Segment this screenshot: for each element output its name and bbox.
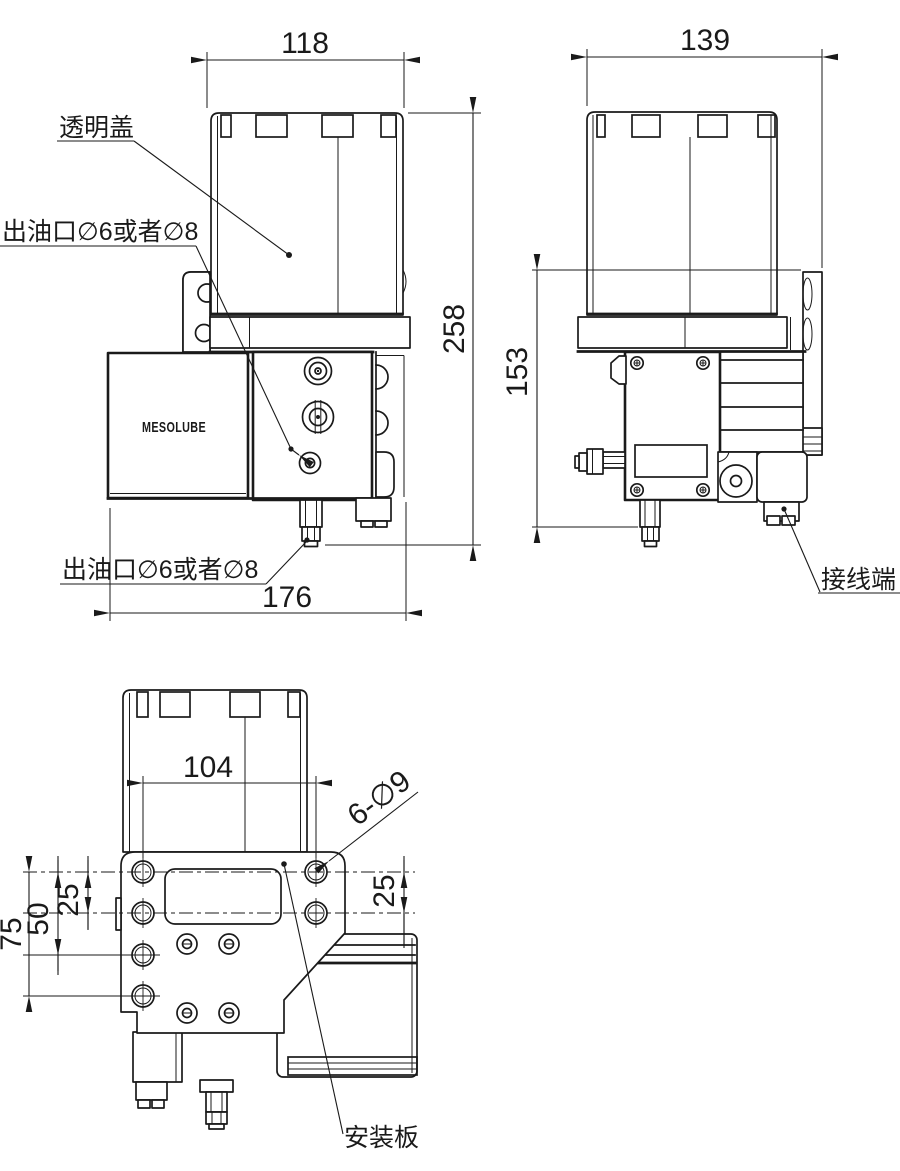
svg-text:出油口∅6或者∅8: 出油口∅6或者∅8 — [2, 218, 198, 246]
plate-left-tab — [115, 897, 122, 931]
dim-139: 139 — [571, 24, 838, 268]
dim-258-text: 258 — [438, 304, 471, 354]
dim-50-text: 50 — [22, 902, 55, 935]
front-port-middle — [301, 400, 335, 434]
dim-25-left-text: 25 — [52, 883, 85, 916]
dim-176: 176 — [94, 502, 422, 621]
dim-104: 104 — [127, 751, 332, 858]
bottom-cap-tab — [159, 691, 191, 718]
front-flange-band — [209, 316, 411, 349]
front-port-top — [303, 356, 333, 386]
side-flange-band — [577, 316, 788, 349]
side-connector-block — [756, 451, 808, 503]
bottom-reservoir — [122, 689, 308, 853]
plate-screws — [176, 933, 240, 1024]
label-oil-outlet-upper: 出油口∅6或者∅8 — [0, 218, 314, 468]
plate-slot — [164, 868, 282, 925]
side-reservoir — [586, 111, 778, 316]
front-boss-1 — [375, 364, 389, 390]
dim-104-text: 104 — [183, 751, 233, 784]
side-cap-tab — [631, 114, 661, 138]
front-bottom-right-block — [355, 497, 392, 528]
label-transparent-cover: 透明盖 — [57, 114, 292, 258]
front-boss-2 — [375, 410, 389, 436]
bottom-cap-tab — [287, 691, 301, 718]
svg-text:接线端: 接线端 — [821, 566, 896, 594]
dim-75-text: 75 — [0, 917, 28, 950]
label-mounting-plate: 安装板 — [281, 861, 419, 1152]
side-screws — [629, 355, 711, 498]
side-terminal — [763, 501, 800, 526]
label-oil-outlet-lower: 出油口∅6或者∅8 — [60, 537, 310, 585]
dim-25-right-text: 25 — [368, 874, 401, 907]
side-left-tab — [610, 355, 627, 385]
dim-25-right: 25 — [368, 856, 408, 948]
front-cap-tab — [220, 114, 232, 138]
front-connector-side — [375, 451, 395, 498]
front-cap-tab — [255, 114, 288, 138]
front-reservoir — [210, 112, 404, 316]
brand-label: MESOLUBE — [142, 419, 206, 436]
dim-153: 153 — [501, 254, 801, 543]
svg-text:出油口∅6或者∅8: 出油口∅6或者∅8 — [62, 556, 258, 584]
front-cap-tab — [380, 114, 397, 138]
dim-153-text: 153 — [501, 347, 534, 397]
dim-50: 50 — [22, 856, 62, 975]
label-hole-spec: 6-∅9 — [314, 764, 419, 874]
bottom-left-block — [132, 1031, 183, 1109]
svg-text:安装板: 安装板 — [344, 1124, 419, 1152]
front-view: MESOLUBE — [0, 27, 481, 621]
dim-139-text: 139 — [680, 24, 730, 57]
side-cap-tab — [697, 114, 728, 138]
bottom-view: 104 6-∅9 75 50 25 25 — [0, 689, 419, 1152]
side-pump-body — [623, 350, 722, 502]
dim-25-left: 25 — [52, 856, 92, 930]
side-nameplate — [634, 444, 708, 478]
side-motor — [719, 351, 804, 453]
side-cam-housing — [717, 451, 758, 503]
side-cap-tab — [757, 114, 776, 138]
front-bottom-outlet-fitting — [299, 499, 323, 548]
side-cap-tab — [596, 114, 606, 138]
side-view: 139 153 接线端 — [501, 24, 900, 594]
dim-118-text: 118 — [281, 27, 329, 60]
dim-176-text: 176 — [262, 581, 312, 614]
dim-258: 258 — [325, 97, 481, 561]
dim-118: 118 — [191, 27, 420, 108]
bottom-middle-fitting — [199, 1079, 234, 1130]
front-pump-body — [251, 350, 374, 502]
side-left-fitting — [574, 448, 626, 475]
svg-text:透明盖: 透明盖 — [59, 114, 134, 142]
side-bottom-fitting — [639, 499, 661, 548]
dim-75: 75 — [0, 856, 33, 1012]
label-terminal: 接线端 — [781, 506, 900, 594]
bottom-cap-tab — [136, 691, 149, 718]
